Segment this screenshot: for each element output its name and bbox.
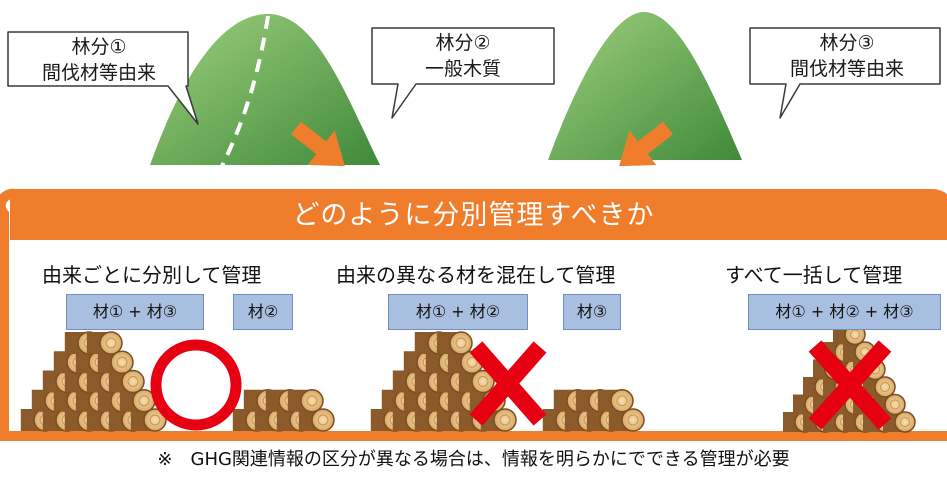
mountain-left-icon (150, 14, 380, 165)
arrow-right-icon (619, 121, 673, 167)
arrow-left-icon (291, 121, 345, 167)
option-1-tag-1: 材① + 材③ (66, 294, 204, 330)
cross-mark-icon (469, 341, 547, 426)
speech-bubble-2-icon (371, 27, 555, 119)
footnote: ※ GHG関連情報の区分が異なる場合は、情報を明らかにでできる管理が必要 (157, 449, 790, 470)
circle-mark-icon (150, 339, 242, 431)
bubble-3-text: 林分③ 間伐材等由来 (758, 30, 936, 82)
option-1-heading: 由来ごとに分別して管理 (42, 263, 262, 287)
option-2-tag-2: 材③ (563, 294, 621, 330)
bubble-3-subtitle: 間伐材等由来 (789, 58, 904, 80)
log-pile-icon (20, 331, 167, 432)
bubble-1-subtitle: 間伐材等由来 (41, 62, 156, 84)
bubble-1-title: 林分① (71, 36, 127, 58)
bubble-2-title: 林分② (435, 32, 491, 54)
option-3-heading: すべて一括して管理 (725, 263, 903, 287)
option-2-tag-1: 材① + 材② (388, 294, 528, 330)
mountain-right-icon (548, 12, 742, 160)
option-2-heading: 由来の異なる材を混在して管理 (336, 263, 616, 287)
mountain-divider-line (220, 15, 270, 167)
cross-mark-icon (808, 340, 892, 430)
speech-bubble-1-icon (7, 31, 199, 125)
log-pile-icon (542, 389, 645, 432)
banner-bar (10, 196, 947, 240)
bubble-1-text: 林分① 間伐材等由来 (14, 34, 184, 86)
banner-title: どのように分別管理すべきか (292, 200, 655, 231)
speech-bubble-3-icon (749, 27, 941, 119)
log-pile-icon (232, 389, 335, 432)
option-1-tag-2: 材② (233, 294, 293, 330)
bubble-2-subtitle: 一般木質 (424, 58, 501, 80)
bubble-3-title: 林分③ (819, 32, 875, 54)
bubble-2-text: 林分② 一般木質 (378, 30, 548, 82)
log-pile-icon (370, 331, 517, 432)
option-3-tag-1: 材① + 材② + 材③ (748, 294, 941, 330)
